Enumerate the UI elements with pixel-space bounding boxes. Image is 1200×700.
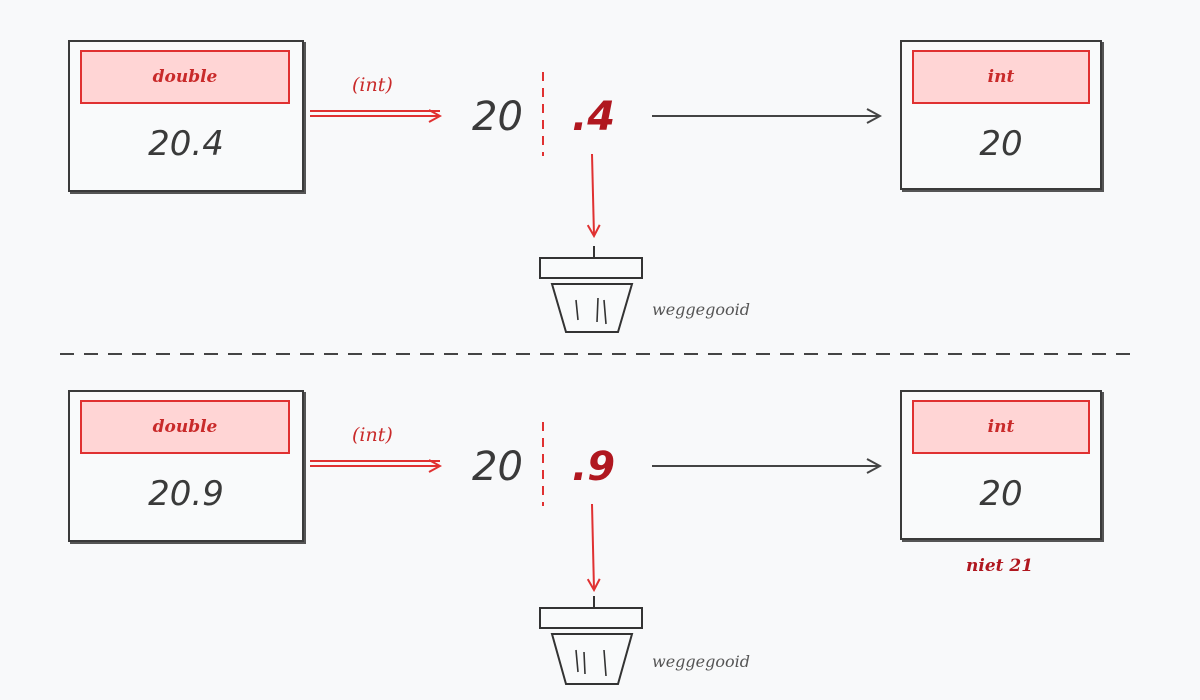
trash-can-icon — [539, 246, 643, 333]
not-21-note: niet 21 — [966, 556, 1034, 576]
type-label: double — [80, 400, 290, 454]
bottom-double-box: double 20.9 — [68, 390, 304, 542]
type-label: int — [912, 50, 1090, 104]
discard-label: weggegooid — [652, 652, 750, 671]
top-int-box: int 20 — [900, 40, 1102, 190]
trash-can-icon — [539, 596, 643, 685]
cast-label: (int) — [352, 74, 393, 96]
bottom-discard-arrow — [592, 503, 594, 590]
fraction-part: .4 — [572, 94, 616, 140]
value: 20.9 — [148, 474, 224, 514]
bottom-cast-arrow — [310, 461, 440, 466]
value: 20 — [979, 474, 1023, 514]
type-label: double — [80, 50, 290, 104]
top-double-box: double 20.4 — [68, 40, 304, 192]
integer-part: 20 — [472, 444, 523, 490]
top-discard-arrow — [592, 153, 594, 236]
integer-part: 20 — [472, 94, 523, 140]
value: 20.4 — [148, 124, 224, 164]
bottom-int-box: int 20 — [900, 390, 1102, 540]
fraction-part: .9 — [572, 444, 616, 490]
type-label: int — [912, 400, 1090, 454]
discard-label: weggegooid — [652, 300, 750, 319]
top-cast-arrow — [310, 111, 440, 116]
value: 20 — [979, 124, 1023, 164]
cast-label: (int) — [352, 424, 393, 446]
